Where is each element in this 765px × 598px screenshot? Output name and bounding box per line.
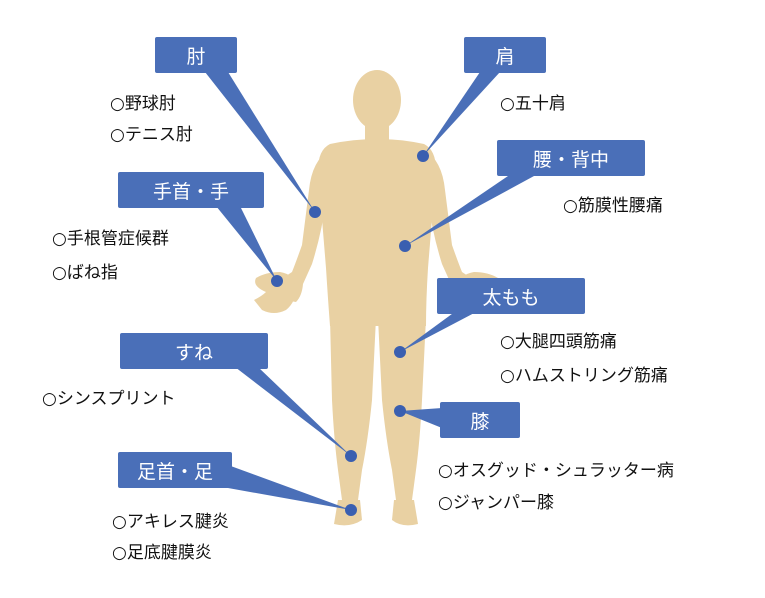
pointer-shin	[235, 367, 351, 456]
label-wrist-hand: 手首・手	[118, 172, 264, 208]
label-knee: 膝	[440, 402, 520, 438]
label-shin: すね	[120, 333, 268, 369]
pointer-thigh	[400, 311, 478, 352]
dot-knee	[394, 405, 406, 417]
dot-layer	[271, 150, 429, 516]
label-ankle-foot: 足首・足	[118, 452, 232, 488]
pointer-waist-back	[405, 176, 534, 246]
condition-osgood-schlatter: ○オスグッド・シュラッター病	[438, 461, 674, 481]
pointer-shoulder	[423, 72, 500, 156]
dot-shin	[345, 450, 357, 462]
condition-trigger-finger: ○ばね指	[52, 263, 118, 283]
label-waist-back: 腰・背中	[497, 140, 645, 176]
pointer-knee	[400, 408, 442, 428]
pointer-layer	[205, 72, 534, 510]
dot-shoulder	[417, 150, 429, 162]
label-thigh: 太もも	[437, 278, 585, 314]
condition-baseball-elbow: ○野球肘	[110, 94, 176, 114]
dot-wrist-hand	[271, 275, 283, 287]
label-elbow: 肘	[155, 37, 237, 73]
condition-carpal-tunnel: ○手根管症候群	[52, 229, 169, 249]
condition-achilles-tendinitis: ○アキレス腱炎	[112, 512, 229, 532]
dot-elbow	[309, 206, 321, 218]
dot-waist-back	[399, 240, 411, 252]
pointer-elbow	[205, 72, 315, 212]
condition-quadriceps-pain: ○大腿四頭筋痛	[500, 332, 617, 352]
dot-thigh	[394, 346, 406, 358]
condition-shin-splints: ○シンスプリント	[42, 389, 176, 409]
condition-myofascial-back-pain: ○筋膜性腰痛	[563, 196, 663, 216]
condition-frozen-shoulder: ○五十肩	[500, 94, 566, 114]
pointer-wrist-hand	[216, 206, 277, 281]
pointer-ankle-foot	[228, 465, 351, 510]
dot-ankle-foot	[345, 504, 357, 516]
condition-tennis-elbow: ○テニス肘	[110, 125, 193, 145]
label-shoulder: 肩	[464, 37, 546, 73]
condition-hamstring-pain: ○ハムストリング筋痛	[500, 366, 668, 386]
condition-plantar-fasciitis: ○足底腱膜炎	[112, 543, 212, 563]
condition-jumpers-knee: ○ジャンパー膝	[438, 493, 554, 513]
